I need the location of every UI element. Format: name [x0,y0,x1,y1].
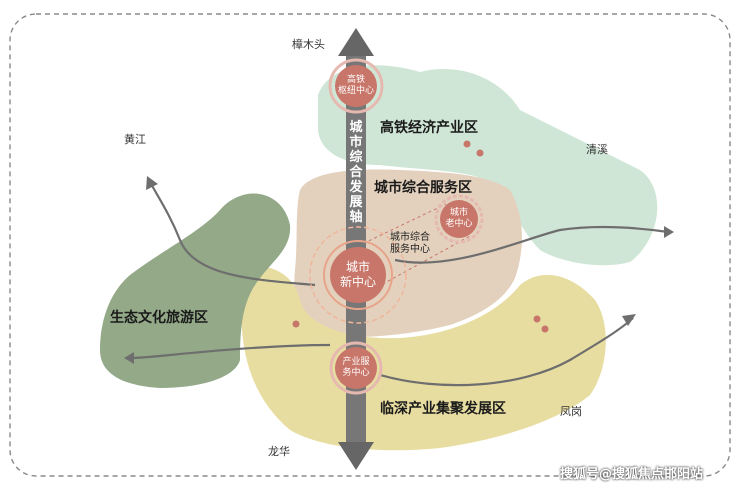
place-huangjiang: 黄江 [124,133,146,146]
old-center-ring [434,194,484,244]
link-dash-a [357,203,447,247]
axis-arrowhead-bottom [338,442,374,470]
node-old-center-line1: 城市 [449,208,468,218]
flow-arrow-qingxi [394,225,669,264]
node-old-center-line2: 老中心 [445,219,473,229]
zone-hsr-industry-label: 高铁经济产业区 [380,120,478,136]
place-zhangmutou: 樟木头 [292,38,325,51]
axis-char-1: 城 [349,120,363,135]
industry-service-ring [329,341,383,395]
node-new-center-line2: 新中心 [339,275,376,289]
service-center-label: 城市综合 服务中心 [390,232,430,256]
node-industry-service-line1: 产业服 [342,357,370,367]
dot-a [463,140,471,148]
flow-arrow-west [129,343,331,360]
axis-char-7: 轴 [349,210,363,225]
node-hsr-hub: 高铁 枢纽中心 [335,65,377,107]
flow-arrowhead-qingxi [664,226,674,238]
node-industry-service-line2: 务中心 [342,368,370,378]
axis-arrowhead-top [338,28,374,56]
zone-linshen-label: 临深产业集聚发展区 [380,401,506,417]
axis-char-2: 市 [349,135,363,150]
flow-arrowhead-fenggang [622,314,636,326]
node-hsr-hub-line1: 高铁 [346,75,365,85]
place-qingxi: 清溪 [586,143,608,156]
node-new-center-line1: 城市 [345,260,370,274]
watermark-text: 搜狐号@搜狐焦点邯阳站 [560,467,704,482]
node-new-center: 城市 新中心 [330,247,386,303]
new-center-ring-outer [309,226,407,324]
new-center-ring-inner [323,240,393,310]
axis-char-3: 综 [349,150,363,165]
service-center-line1: 城市综合 [390,232,430,243]
zone-eco-tourism-label: 生态文化旅游区 [110,310,208,326]
flow-arrow-huangjiang [149,181,316,287]
flow-arrowhead-west [124,352,134,364]
node-industry-service: 产业服 务中心 [335,347,377,389]
flow-arrow-fenggang [379,317,634,387]
service-center-line2: 服务中心 [390,244,430,255]
dot-b [476,149,484,157]
zone-city-service-label: 城市综合服务区 [374,180,472,196]
node-hsr-hub-line2: 枢纽中心 [337,86,374,96]
axis-char-4: 合 [349,165,363,180]
zone-eco-tourism-area [100,193,291,388]
dot-e [541,325,549,333]
axis-char-5: 发 [349,180,363,195]
zone-linshen-area [240,266,606,451]
flow-arrowhead-huangjiang [146,176,158,190]
place-fenggang: 凤岗 [560,405,582,418]
dot-d [533,315,541,323]
development-axis-label: 城 市 综 合 发 展 轴 [347,120,365,225]
node-old-center: 城市 老中心 [440,200,478,238]
axis-char-6: 展 [349,195,363,210]
place-longhua: 龙华 [268,445,290,458]
dashed-frame [9,13,731,477]
hsr-hub-ring [328,58,384,114]
dot-c [292,320,300,328]
zone-hsr-industry-area [318,65,658,266]
